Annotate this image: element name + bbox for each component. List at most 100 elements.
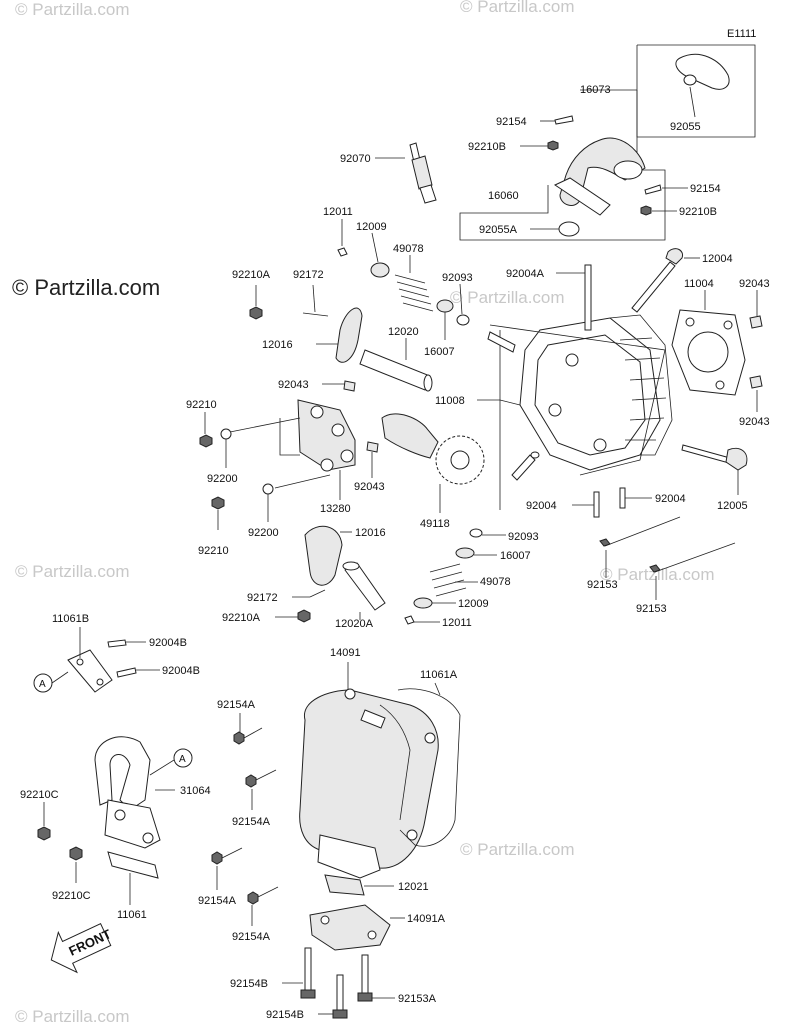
label-11061b: 11061B [52, 613, 89, 625]
label-92093-lower: 92093 [508, 531, 539, 543]
label-92043-holder: 92043 [354, 481, 385, 493]
label-16060: 16060 [488, 190, 519, 202]
label-92043-rocker: 92043 [278, 379, 309, 391]
valve-train-left [249, 219, 470, 392]
label-12011-lower: 12011 [442, 617, 472, 629]
label-11061: 11061 [117, 909, 147, 921]
label-92004-left: 92004 [526, 500, 557, 512]
long-bolts-92153 [599, 516, 736, 600]
front-arrow: FRONT [50, 923, 113, 974]
camshaft-holder-13280 [199, 399, 379, 530]
label-92153-left: 92153 [587, 579, 618, 591]
label-12005: 12005 [717, 500, 748, 512]
label-13280: 13280 [320, 503, 351, 515]
dowel-pin-92043-upper-right [749, 315, 763, 329]
label-92154b-upper: 92154B [230, 978, 268, 990]
valve-train-lower [275, 525, 506, 625]
label-16007-top: 16007 [424, 346, 455, 358]
label-12021: 12021 [398, 881, 429, 893]
label-92070: 92070 [340, 153, 371, 165]
bolts-92154a [211, 713, 279, 926]
watermark-mid-right: © Partzilla.com [450, 288, 565, 307]
watermark-bottom-left: © Partzilla.com [15, 1007, 130, 1026]
label-92172-top: 92172 [293, 269, 324, 281]
label-92004-right: 92004 [655, 493, 686, 505]
stud-92004-right [619, 487, 626, 509]
watermark-mid-left: © Partzilla.com [15, 562, 130, 581]
label-92153a: 92153A [398, 993, 437, 1005]
rocker-arm-12016-lower [304, 525, 343, 586]
label-92154-right: 92154 [690, 183, 721, 195]
label-92093-top: 92093 [442, 272, 473, 284]
label-92154a-3: 92154A [198, 895, 237, 907]
label-92154-top: 92154 [496, 116, 527, 128]
guide-12021 [324, 874, 365, 896]
label-14091: 14091 [330, 647, 361, 659]
dowel-pin-92043-lower-right [749, 375, 763, 389]
label-92153-right: 92153 [636, 603, 667, 615]
watermark-main: © Partzilla.com [12, 275, 160, 300]
label-14091a: 14091A [407, 913, 446, 925]
label-12020a: 12020A [335, 618, 374, 630]
label-92210b-top: 92210B [468, 141, 506, 153]
nut-92210c-upper [37, 826, 51, 841]
gasket-11004 [671, 290, 746, 396]
label-11008: 11008 [435, 395, 465, 407]
label-12016-upper: 12016 [262, 339, 293, 351]
label-92004b-lower: 92004B [162, 665, 200, 677]
hanger-31064: A [94, 736, 193, 905]
valve-12005 [681, 444, 748, 495]
label-92210a-top: 92210A [232, 269, 271, 281]
label-92043-lower-right: 92043 [739, 416, 770, 428]
label-16073: 16073 [580, 84, 611, 96]
spark-plug-92070 [375, 142, 437, 204]
label-16007-lower: 16007 [500, 550, 531, 562]
intake-group [459, 44, 756, 241]
label-92210-upper: 92210 [186, 399, 217, 411]
label-92055: 92055 [670, 121, 701, 133]
label-12009-lower: 12009 [458, 598, 489, 610]
o-ring-92055a [558, 221, 580, 237]
nut-92210c-lower [69, 846, 83, 861]
watermark-top-right: © Partzilla.com [460, 0, 575, 16]
label-12009-top: 12009 [356, 221, 387, 233]
label-92004b-upper: 92004B [149, 637, 187, 649]
label-92200-upper: 92200 [207, 473, 238, 485]
cover-14091a [309, 904, 391, 951]
diagram-code: E1111 [727, 28, 756, 40]
watermark-mid-far-right: © Partzilla.com [600, 565, 715, 584]
valve-12004 [631, 248, 700, 313]
gasket-16073 [675, 53, 730, 90]
label-92210b-right: 92210B [679, 206, 717, 218]
label-31064: 31064 [180, 785, 211, 797]
gasket-11061a [397, 688, 461, 847]
callout-a-right: A [179, 754, 186, 765]
label-92154b-lower: 92154B [266, 1009, 304, 1021]
label-49078-lower: 49078 [480, 576, 511, 588]
stud-92004-left [593, 491, 600, 518]
label-92210a-lower: 92210A [222, 612, 261, 624]
bracket-11061b: A [33, 627, 160, 693]
label-92043-upper-right: 92043 [739, 278, 770, 290]
label-12020: 12020 [388, 326, 419, 338]
label-92004a: 92004A [506, 268, 545, 280]
label-92055a: 92055A [479, 224, 518, 236]
watermark-lower-right: © Partzilla.com [460, 840, 575, 859]
label-92200-lower: 92200 [248, 527, 279, 539]
cylinder-head-11008 [477, 314, 673, 510]
label-11061a: 11061A [420, 669, 458, 681]
label-12016-lower: 12016 [355, 527, 386, 539]
label-92154a-2: 92154A [232, 816, 271, 828]
bottom-bolts [282, 947, 395, 1019]
label-92210-lower: 92210 [198, 545, 229, 557]
label-49118: 49118 [420, 518, 450, 530]
camshaft-49118 [381, 413, 485, 513]
head-cover-14091 [299, 662, 439, 879]
watermark-top-left: © Partzilla.com [15, 0, 130, 19]
label-92210c-upper: 92210C [20, 789, 59, 801]
label-92154a-1: 92154A [217, 699, 256, 711]
label-12011-top: 12011 [323, 206, 353, 218]
label-11004: 11004 [684, 278, 714, 290]
label-92172-lower: 92172 [247, 592, 278, 604]
